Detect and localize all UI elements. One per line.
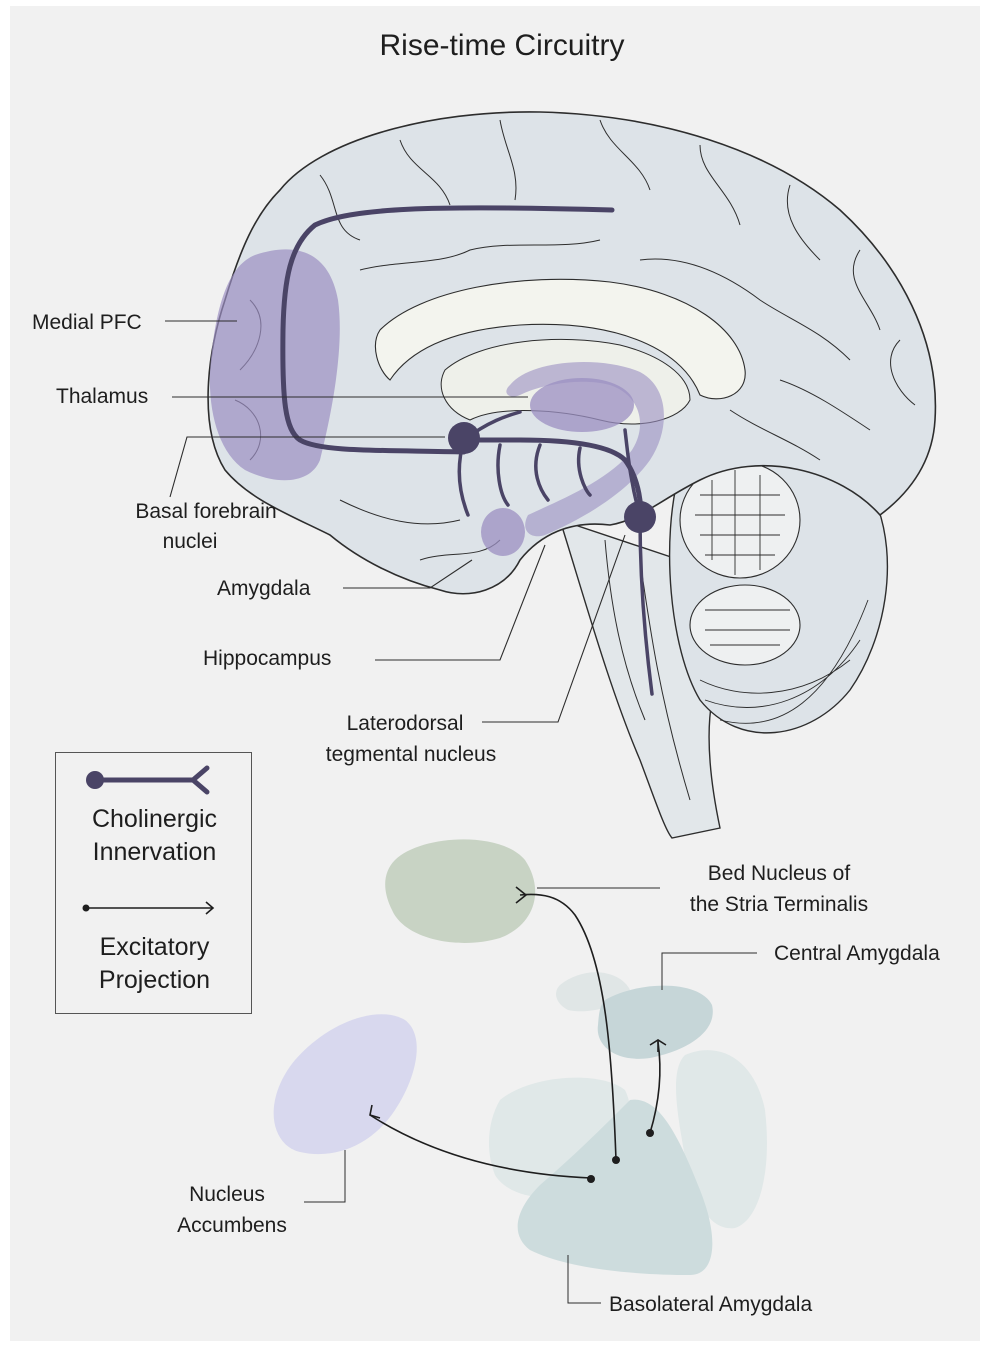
- diagram-title: Rise-time Circuitry: [379, 29, 624, 62]
- label-hippocampus: Hippocampus: [203, 647, 331, 670]
- label-bnst-line1: Bed Nucleus of: [708, 862, 851, 885]
- label-basal-forebrain-line2: nuclei: [163, 530, 218, 553]
- label-nucleus-accumbens-line2: Accumbens: [177, 1214, 287, 1237]
- label-central-amygdala: Central Amygdala: [774, 942, 940, 965]
- label-medial-pfc: Medial PFC: [32, 311, 142, 334]
- brain-illustration: [165, 112, 935, 838]
- bnst-region: [385, 839, 535, 943]
- amygdala-region: [481, 508, 525, 556]
- projection-origin-dot: [612, 1156, 620, 1164]
- label-bnst-line2: the Stria Terminalis: [690, 893, 868, 916]
- label-thalamus: Thalamus: [56, 385, 148, 408]
- legend-cholinergic-label: Cholinergic Innervation: [56, 803, 253, 869]
- label-amygdala: Amygdala: [217, 577, 311, 600]
- projection-origin-dot: [646, 1129, 654, 1137]
- central-amygdala-region: [598, 986, 713, 1059]
- nucleus-accumbens-region: [274, 1014, 417, 1154]
- label-ldt-line1: Laterodorsal: [347, 712, 464, 735]
- label-basal-forebrain-line1: Basal forebrain: [135, 500, 276, 523]
- legend: Cholinergic Innervation Excitatory Proje…: [55, 752, 252, 1014]
- basal-forebrain-node: [448, 422, 480, 454]
- label-nucleus-accumbens-line1: Nucleus: [189, 1183, 265, 1206]
- projection-origin-dot: [587, 1175, 595, 1183]
- ldt-node: [624, 501, 656, 533]
- label-basolateral-amygdala: Basolateral Amygdala: [609, 1293, 812, 1316]
- cerebellum-arbor: [690, 585, 800, 665]
- legend-excitatory-label: Excitatory Projection: [56, 931, 253, 997]
- label-ldt-line2: tegmental nucleus: [326, 743, 496, 766]
